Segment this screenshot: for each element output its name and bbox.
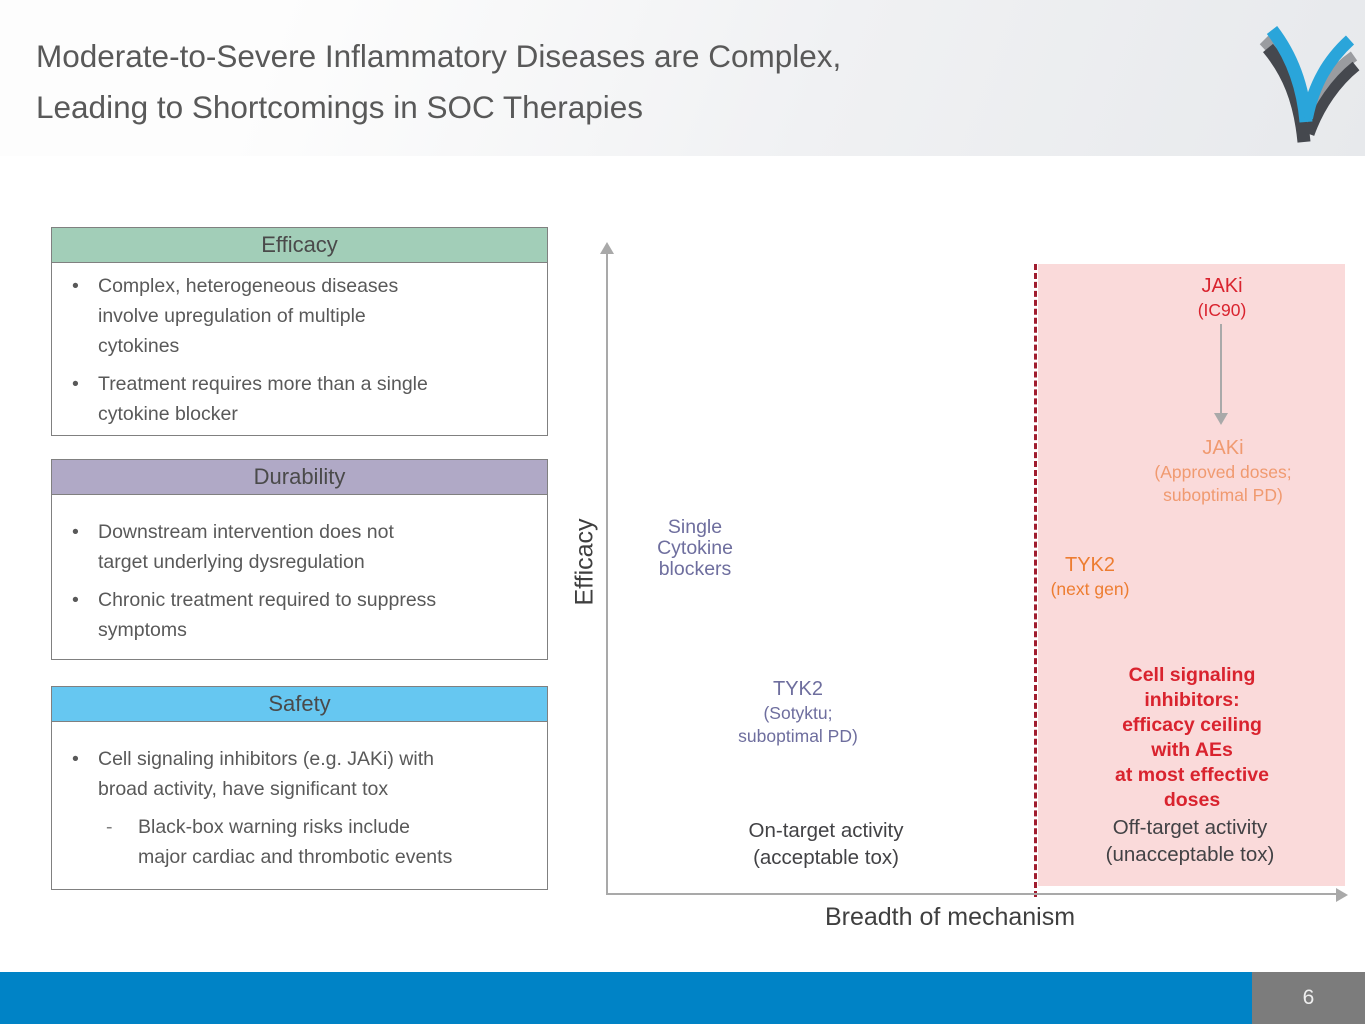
point-sub: (next gen) — [1050, 579, 1130, 599]
bullet-text: Complex, heterogeneous diseases involve … — [98, 275, 399, 357]
slide-title: Moderate-to-Severe Inflammatory Diseases… — [36, 38, 842, 125]
cell-signaling-callout: Cell signaling inhibitors: efficacy ceil… — [1115, 664, 1269, 811]
safety-box-title: Safety — [52, 687, 547, 722]
point-sub: (Sotyktu; suboptimal PD) — [738, 703, 858, 746]
point-sub: (Approved doses; suboptimal PD) — [1154, 462, 1292, 505]
list-item-sub: - Black-box warning risks include major … — [66, 812, 535, 872]
dash-marker: - — [106, 816, 113, 838]
point-jaki-ic90: JAKi (IC90) — [1198, 274, 1247, 322]
bullet-marker: • — [72, 748, 79, 770]
point-name: JAKi — [1201, 275, 1243, 297]
list-item: • Complex, heterogeneous diseases involv… — [66, 271, 535, 361]
safety-box: Safety • Cell signaling inhibitors (e.g.… — [51, 686, 548, 890]
dose-reduction-arrow-line — [1220, 324, 1222, 414]
point-single-cytokine-blockers: Single Cytokine blockers — [657, 516, 733, 580]
point-name: TYK2 — [772, 678, 824, 700]
y-axis-arrow-icon — [600, 242, 614, 254]
y-axis-label: Efficacy — [570, 518, 599, 606]
on-target-zone-label: On-target activity (acceptable tox) — [748, 819, 904, 869]
bullet-marker: • — [72, 373, 79, 395]
efficacy-box: Efficacy • Complex, heterogeneous diseas… — [51, 227, 548, 436]
bullet-text: Black-box warning risks include major ca… — [138, 816, 453, 868]
list-item: • Cell signaling inhibitors (e.g. JAKi) … — [66, 744, 535, 804]
off-target-danger-zone — [1038, 264, 1345, 886]
tolerability-threshold-line — [1034, 264, 1037, 897]
bullet-marker: • — [72, 589, 79, 611]
efficacy-box-title: Efficacy — [52, 228, 547, 263]
list-item: • Downstream intervention does not targe… — [66, 517, 535, 577]
logo-blue-right — [1301, 35, 1355, 120]
x-axis-line — [606, 893, 1337, 895]
point-tyk2-sotyktu: TYK2 (Sotyktu; suboptimal PD) — [738, 677, 858, 748]
bullet-text: Treatment requires more than a single cy… — [98, 373, 428, 425]
bullet-text: Downstream intervention does not target … — [98, 521, 394, 573]
point-sub: (IC90) — [1197, 300, 1247, 320]
durability-box-body: • Downstream intervention does not targe… — [52, 495, 547, 661]
x-axis-label: Breadth of mechanism — [824, 903, 1076, 931]
header-band — [0, 0, 1365, 156]
safety-box-body: • Cell signaling inhibitors (e.g. JAKi) … — [52, 722, 547, 888]
logo-dark-right — [1303, 61, 1360, 136]
efficacy-box-body: • Complex, heterogeneous diseases involv… — [52, 263, 547, 445]
bullet-text: Cell signaling inhibitors (e.g. JAKi) wi… — [98, 748, 434, 800]
page-number: 6 — [1252, 972, 1365, 1024]
list-item: • Chronic treatment required to suppress… — [66, 585, 535, 645]
durability-box: Durability • Downstream intervention doe… — [51, 459, 548, 660]
bullet-marker: • — [72, 521, 79, 543]
bullet-text: Chronic treatment required to suppress s… — [98, 589, 437, 641]
footer-bar — [0, 972, 1365, 1024]
company-logo-icon — [1259, 26, 1360, 143]
logo-dark-left — [1262, 43, 1311, 143]
point-jaki-approved-doses: JAKi (Approved doses; suboptimal PD) — [1154, 436, 1291, 507]
point-name: TYK2 — [1064, 554, 1116, 576]
dose-reduction-arrow-icon — [1214, 413, 1228, 425]
point-tyk2-next-gen: TYK2 (next gen) — [1051, 553, 1130, 601]
x-axis-arrow-icon — [1336, 888, 1348, 902]
off-target-zone-label: Off-target activity (unacceptable tox) — [1105, 816, 1275, 866]
durability-box-title: Durability — [52, 460, 547, 495]
y-axis-line — [606, 252, 608, 895]
point-name: JAKi — [1202, 437, 1244, 459]
list-item: • Treatment requires more than a single … — [66, 369, 535, 429]
bullet-marker: • — [72, 275, 79, 297]
